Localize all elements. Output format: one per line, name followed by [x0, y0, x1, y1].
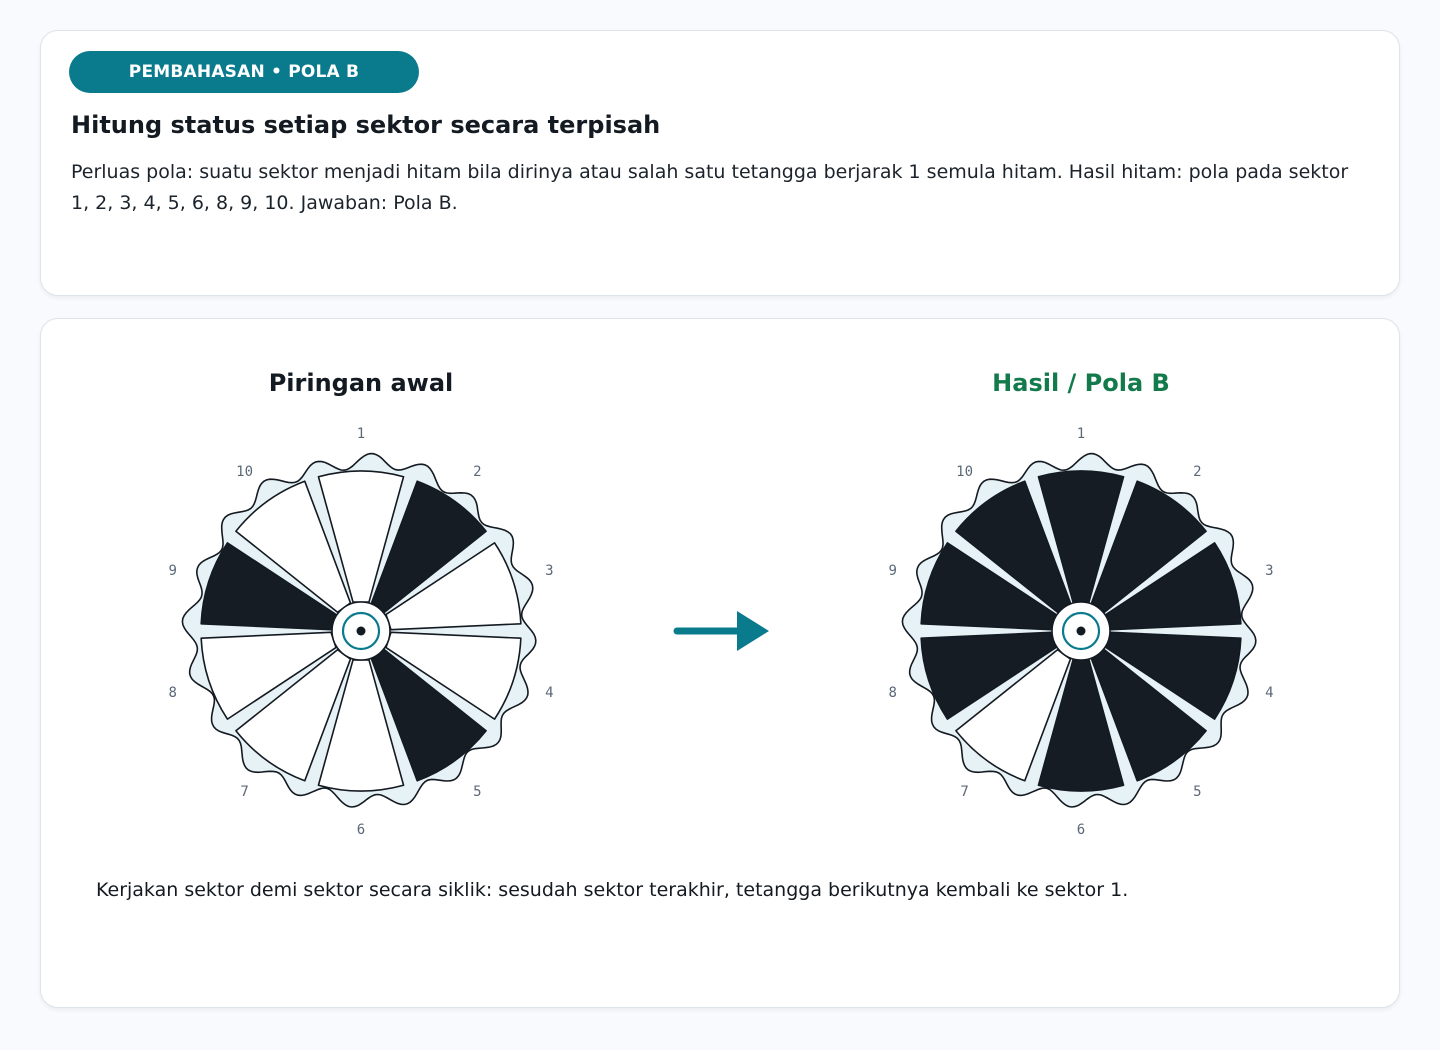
sector-3-white [385, 542, 522, 631]
sector-label-5: 5 [473, 784, 481, 800]
explanation-card: PEMBAHASAN • POLA B Hitung status setiap… [40, 30, 1400, 296]
sector-label-6: 6 [1077, 822, 1085, 838]
sector-1-white [317, 470, 405, 603]
sector-6-white [317, 659, 405, 792]
sector-label-9: 9 [168, 563, 176, 579]
sector-4-black [1105, 631, 1242, 720]
sector-9-black [200, 542, 337, 631]
sector-8-black [920, 631, 1057, 720]
sector-1-black [1037, 470, 1125, 603]
sector-label-3: 3 [545, 563, 553, 579]
sector-7-white [955, 648, 1072, 782]
sector-label-2: 2 [473, 464, 481, 480]
hub-dot [1076, 626, 1086, 636]
cyclic-note: Kerjakan sektor demi sektor secara sikli… [96, 879, 1129, 901]
result-disk-title: Hasil / Pola B [992, 369, 1170, 397]
sector-8-white [200, 631, 337, 720]
sector-9-black [920, 542, 1057, 631]
sector-label-9: 9 [888, 563, 896, 579]
sector-label-7: 7 [960, 784, 968, 800]
sector-10-black [955, 480, 1072, 614]
hub-ring [1061, 611, 1101, 651]
result-disk: 1 2 3 4 5 6 7 8 9 10 [888, 426, 1273, 838]
sector-5-black [1090, 648, 1207, 782]
hub-dot [356, 626, 366, 636]
right-arrow-icon [673, 611, 769, 651]
pattern-badge: PEMBAHASAN • POLA B [69, 51, 419, 93]
sector-6-black [1037, 659, 1125, 792]
sector-label-4: 4 [545, 685, 553, 701]
sector-label-8: 8 [168, 685, 176, 701]
sector-label-10: 10 [236, 464, 253, 480]
sector-5-black [370, 648, 487, 782]
initial-disk: 1 2 3 4 5 6 7 8 9 10 [168, 426, 553, 838]
sector-3-black [1105, 542, 1242, 631]
sector-label-3: 3 [1265, 563, 1273, 579]
initial-disk-title: Piringan awal [268, 369, 454, 397]
sector-label-7: 7 [240, 784, 248, 800]
sector-label-1: 1 [357, 426, 365, 442]
sector-label-2: 2 [1193, 464, 1201, 480]
explanation-text: Perluas pola: suatu sektor menjadi hitam… [71, 161, 1349, 214]
hub-ring [341, 611, 381, 651]
sector-label-1: 1 [1077, 426, 1085, 442]
sector-label-6: 6 [357, 822, 365, 838]
sector-2-black [370, 480, 487, 614]
explanation-title: Hitung status setiap sektor secara terpi… [71, 111, 661, 139]
diagram-card: Piringan awal Hasil / Pola B 1 2 3 4 5 6 7 8 9 10… [40, 318, 1400, 1008]
sector-label-10: 10 [956, 464, 973, 480]
sector-10-white [235, 480, 352, 614]
sector-label-8: 8 [888, 685, 896, 701]
sector-2-black [1090, 480, 1207, 614]
sector-label-4: 4 [1265, 685, 1273, 701]
sector-7-white [235, 648, 352, 782]
sector-label-5: 5 [1193, 784, 1201, 800]
sector-4-white [385, 631, 522, 720]
